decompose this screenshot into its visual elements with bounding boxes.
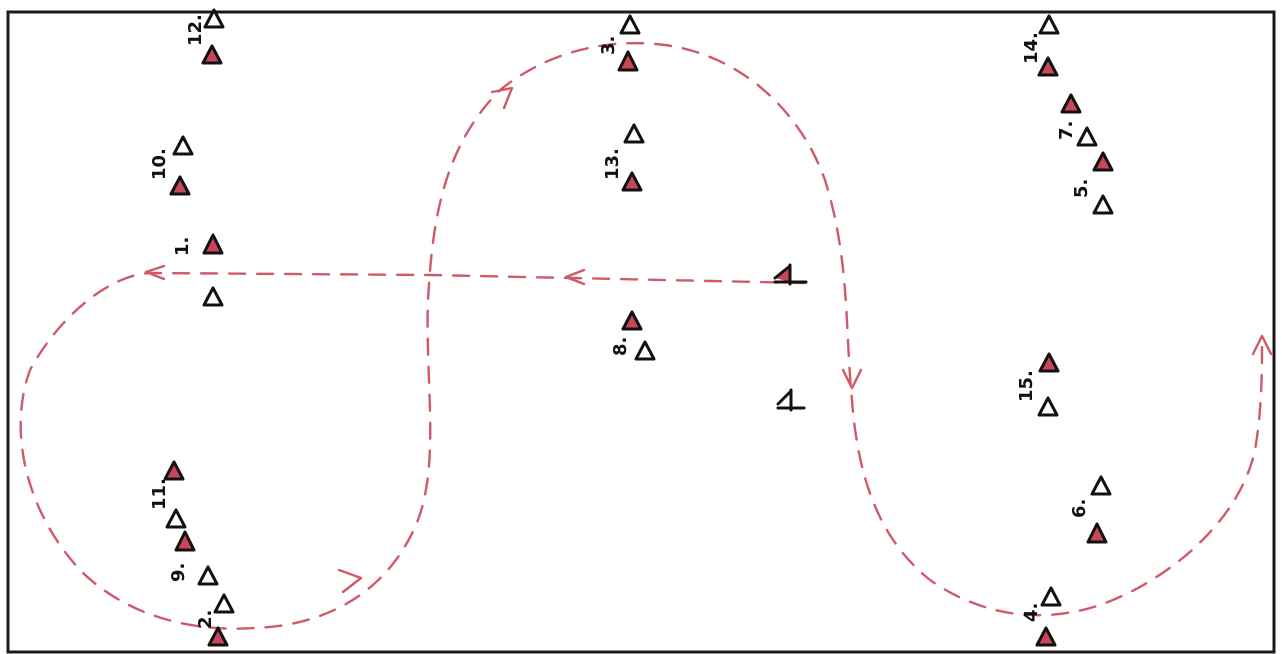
gate-label: 4. <box>1021 603 1042 622</box>
gate-label: 10. <box>149 148 170 180</box>
cone-filled <box>1060 93 1082 114</box>
cone-open <box>1037 396 1059 417</box>
gate-label: 6. <box>1069 499 1090 518</box>
route-arrow <box>1251 334 1273 356</box>
route-path <box>19 41 1264 630</box>
gate-8: 8. <box>610 310 656 361</box>
cone-filled <box>1037 56 1059 77</box>
gate-12: 12. <box>185 8 225 65</box>
cone-open <box>172 135 194 156</box>
cone-open <box>197 565 219 586</box>
gate-6: 6. <box>1069 475 1112 544</box>
gate-label: 11. <box>149 478 170 510</box>
cone-open <box>1092 194 1114 215</box>
cone-open <box>1090 475 1112 496</box>
cone-open <box>619 14 641 35</box>
route-arrow <box>144 264 166 281</box>
gate-label: 13. <box>602 148 623 180</box>
finish-marker <box>776 388 806 412</box>
gate-label: 7. <box>1056 121 1077 140</box>
cone-filled <box>1035 626 1057 647</box>
cone-open <box>203 8 225 29</box>
route-arrows <box>144 86 1273 594</box>
cone-filled <box>174 530 196 552</box>
gate-11: 11. <box>149 460 187 529</box>
gate-4: 4. <box>1021 586 1062 647</box>
gate-label: 5. <box>1071 179 1092 198</box>
cone-filled <box>621 310 643 331</box>
cone-open <box>202 286 224 307</box>
cone-filled <box>1038 352 1060 373</box>
gate-14: 14. <box>1021 14 1060 77</box>
gate-label: 3. <box>598 36 619 55</box>
field-border <box>6 10 1276 654</box>
cone-open <box>1076 126 1098 147</box>
start-marker <box>773 263 808 286</box>
cone-filled <box>1086 522 1108 544</box>
gate-label: 2. <box>195 610 216 629</box>
cone-filled <box>201 44 223 65</box>
gate-3: 3. <box>598 14 641 72</box>
route-arrow <box>564 268 586 286</box>
cone-filled <box>617 50 639 72</box>
gate-label: 8. <box>610 337 631 356</box>
gate-10: 10. <box>149 135 194 196</box>
cone-filled <box>202 233 224 255</box>
gate-label: 15. <box>1016 370 1037 402</box>
gate-7: 7. <box>1056 93 1098 147</box>
cone-filled <box>169 175 191 196</box>
cone-open <box>1040 586 1062 607</box>
cone-open <box>165 508 187 529</box>
gate-2: 2. <box>195 593 235 647</box>
gate-13: 13. <box>602 123 645 192</box>
cone-filled <box>1092 151 1114 172</box>
cone-open <box>623 123 645 144</box>
gate-label: 14. <box>1021 32 1042 64</box>
cone-open <box>1038 14 1060 35</box>
cone-filled <box>207 626 229 647</box>
gate-15: 15. <box>1016 352 1060 417</box>
gate-label: 12. <box>185 14 206 46</box>
cone-filled <box>621 171 643 192</box>
gate-label: 1. <box>172 237 193 256</box>
cone-open <box>634 340 656 361</box>
cone-open <box>213 593 235 614</box>
cone-filled <box>163 460 185 481</box>
gate-5: 5. <box>1071 151 1114 215</box>
route-arrow <box>841 368 863 390</box>
gate-9: 9. <box>168 530 219 586</box>
gate-label: 9. <box>168 563 189 582</box>
gate-1: 1. <box>172 233 224 307</box>
route-arrow <box>490 86 514 110</box>
route-arrow <box>337 568 363 594</box>
